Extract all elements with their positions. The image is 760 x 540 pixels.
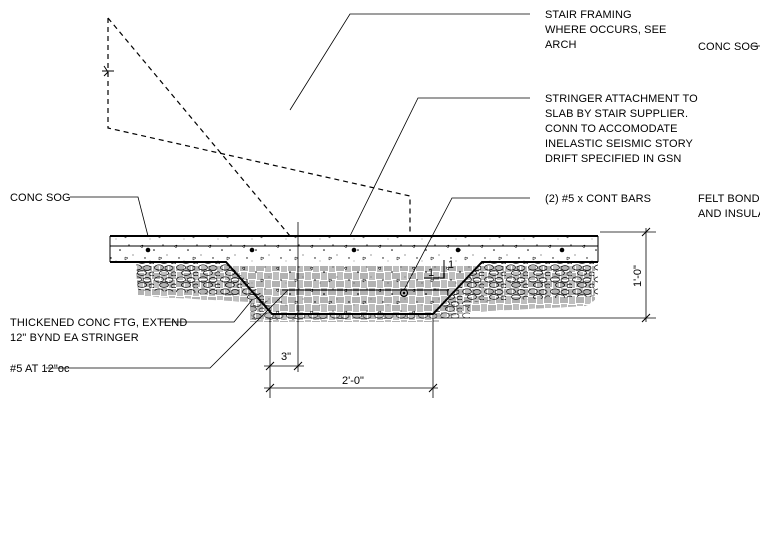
rebar-dot [351, 247, 357, 253]
dimension-texts: 1'-0" 3" 2'-0" [281, 265, 644, 387]
conc-sog-note-right: CONC SOG [698, 41, 759, 53]
rebar-spacing-note: #5 AT 12"oc [10, 363, 70, 375]
svg-text:STRINGER ATTACHMENT TO: STRINGER ATTACHMENT TO [545, 93, 698, 105]
rebar-dot [559, 247, 565, 253]
svg-text:FELT BOND B: FELT BOND B [698, 193, 760, 205]
slope-run: 1 [428, 267, 434, 279]
svg-text:INELASTIC SEISMIC STORY: INELASTIC SEISMIC STORY [545, 138, 694, 150]
rebar-dot [145, 247, 151, 253]
svg-text:12" BYND EA STRINGER: 12" BYND EA STRINGER [10, 332, 139, 344]
felt-bond-note: FELT BOND B AND INSULAT [698, 193, 760, 220]
svg-text:ARCH: ARCH [545, 39, 577, 51]
svg-text:STAIR FRAMING: STAIR FRAMING [545, 9, 632, 21]
leaders [46, 13, 530, 369]
svg-text:CONN TO ACCOMODATE: CONN TO ACCOMODATE [545, 123, 678, 135]
depth-dimension: 1'-0" [632, 265, 644, 287]
svg-text:WHERE OCCURS, SEE: WHERE OCCURS, SEE [545, 24, 667, 36]
offset-dimension: 3" [281, 351, 291, 363]
dimension-lines [264, 227, 656, 398]
bottom-bar [282, 289, 449, 296]
conc-sog-note-left: CONC SOG [10, 192, 71, 204]
slope-rise: 1 [448, 259, 454, 271]
concrete-slab [109, 235, 599, 315]
svg-text:DRIFT SPECIFIED IN GSN: DRIFT SPECIFIED IN GSN [545, 153, 681, 165]
stair-framing-outline [102, 17, 411, 237]
svg-text:AND INSULAT: AND INSULAT [698, 208, 760, 220]
svg-text:SLAB BY STAIR SUPPLIER.: SLAB BY STAIR SUPPLIER. [545, 108, 688, 120]
rebar [145, 247, 565, 298]
thickened-footing-note: THICKENED CONC FTG, EXTEND 12" BYND EA S… [10, 317, 187, 344]
slope-symbol: 1 1 [424, 259, 454, 279]
rebar-dot [249, 247, 255, 253]
width-dimension: 2'-0" [342, 375, 364, 387]
cont-bars-note: (2) #5 x CONT BARS [545, 193, 651, 205]
stringer-attachment-note: STRINGER ATTACHMENT TO SLAB BY STAIR SUP… [545, 93, 698, 165]
svg-text:THICKENED CONC FTG, EXTEND: THICKENED CONC FTG, EXTEND [10, 317, 187, 329]
stair-framing-note: STAIR FRAMING WHERE OCCURS, SEE ARCH [545, 9, 667, 51]
rebar-dot [455, 247, 461, 253]
